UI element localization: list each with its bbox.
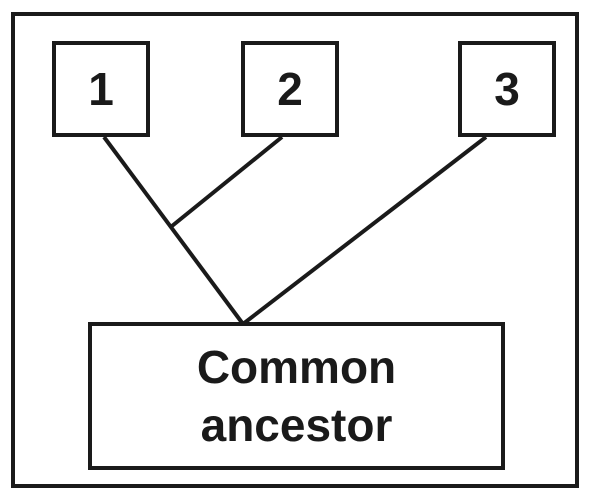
leaf-label-2: 2 <box>277 63 303 115</box>
leaf-label-3: 3 <box>494 63 520 115</box>
root-label-line1: Common <box>196 341 397 393</box>
leaf-label-1: 1 <box>88 63 114 115</box>
common-ancestor-node: Common ancestor <box>88 322 505 470</box>
leaf-node-2: 2 <box>241 41 339 137</box>
root-label-line2: ancestor <box>200 399 393 451</box>
leaf-node-3: 3 <box>458 41 556 137</box>
leaf-node-1: 1 <box>52 41 150 137</box>
